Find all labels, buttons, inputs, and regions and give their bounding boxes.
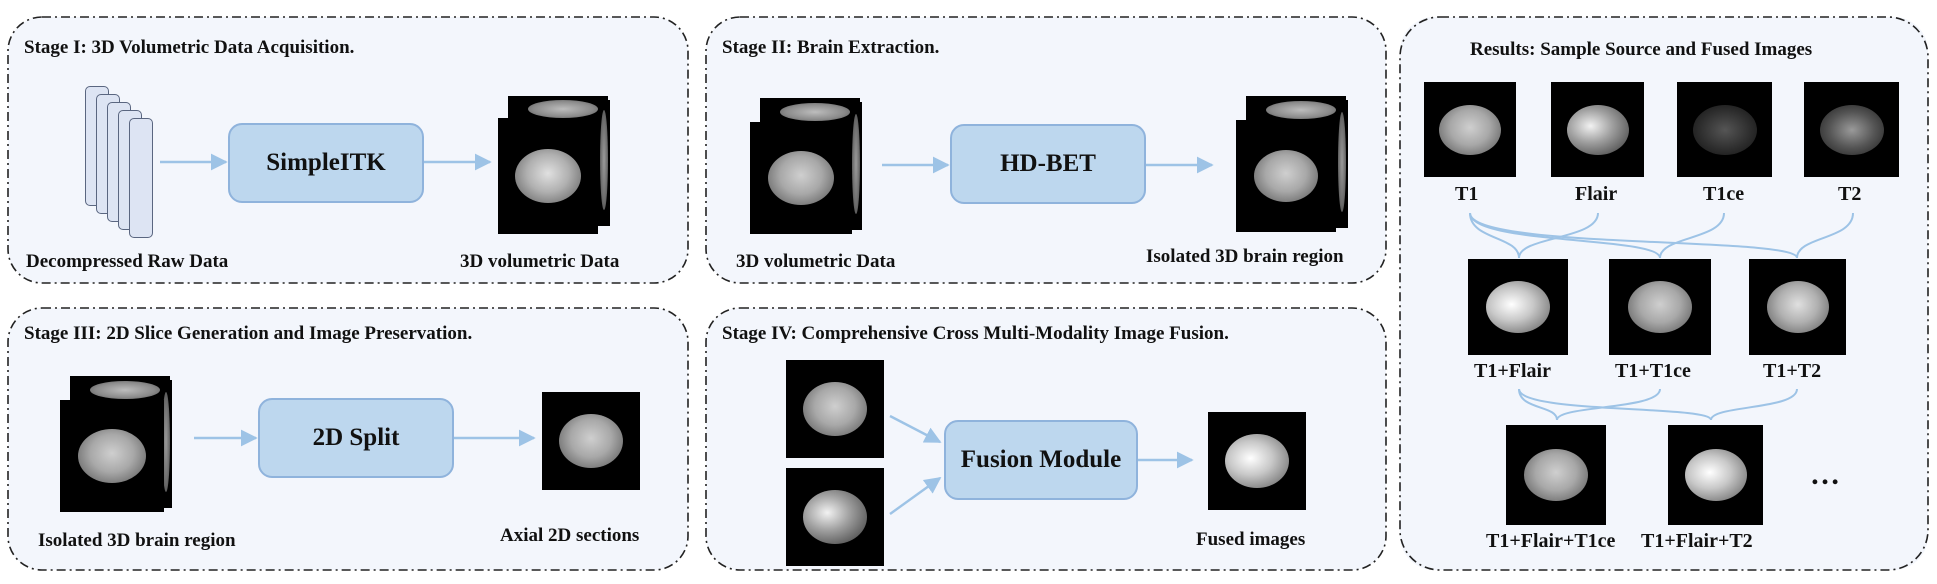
connector-t1-t1flair xyxy=(1469,212,1520,259)
connector-t1-t1t1ce xyxy=(1469,212,1661,259)
stage3-border xyxy=(7,307,689,571)
fused-label-t1-t2: T1+T2 xyxy=(1763,360,1822,382)
brain-scan xyxy=(768,151,834,205)
cube-front xyxy=(750,122,852,234)
brain-scan xyxy=(1766,281,1829,333)
source-label-t1: T1 xyxy=(1455,183,1479,205)
brain-scan xyxy=(1439,104,1501,155)
cube-side xyxy=(850,102,862,230)
cube-side xyxy=(1336,100,1348,228)
source-image-t1 xyxy=(1424,82,1516,177)
source-label-t1ce: T1ce xyxy=(1703,183,1745,205)
cube-top xyxy=(70,376,170,404)
raw-data-sheet xyxy=(129,118,153,238)
raw-data-label: Decompressed Raw Data xyxy=(26,251,229,272)
fused-image-t1-t1ce xyxy=(1609,259,1711,355)
source-image-t1ce xyxy=(1677,82,1772,177)
fused-label-t1-flair-t1ce: T1+Flair+T1ce xyxy=(1486,530,1616,552)
brain-scan xyxy=(1225,434,1289,488)
volumetric-data-label-2: 3D volumetric Data xyxy=(736,251,896,272)
cube-top xyxy=(1246,96,1346,124)
isolated-region-label-2: Isolated 3D brain region xyxy=(38,530,236,551)
fused-image-t1-flair xyxy=(1468,259,1568,355)
stage2-title: Stage II: Brain Extraction. xyxy=(722,37,940,58)
brain-scan xyxy=(1692,104,1757,155)
fusion-input-image-2 xyxy=(786,468,884,566)
volumetric-data-label-1: 3D volumetric Data xyxy=(460,251,620,272)
connector-t1ce-t1t1ce xyxy=(1659,212,1725,259)
brain-scan xyxy=(78,429,146,483)
brain-scan xyxy=(803,382,867,436)
results-border xyxy=(1399,16,1929,571)
source-image-t2 xyxy=(1804,82,1899,177)
cube-top xyxy=(508,96,608,122)
connector-t1t2-triple2 xyxy=(1710,388,1798,421)
cube-side xyxy=(598,100,610,226)
brain-scan xyxy=(1819,104,1884,155)
cube-front xyxy=(60,400,164,512)
fusion-input-image-1 xyxy=(786,360,884,458)
brain-scan xyxy=(1524,449,1588,501)
fused-label-t1-flair: T1+Flair xyxy=(1474,360,1551,382)
connector-t1flair-triple2 xyxy=(1518,388,1712,421)
2d-split-box: 2D Split xyxy=(258,398,454,478)
arrow-s4-in-bottom xyxy=(889,477,942,515)
fused-image-t1-flair-t1ce xyxy=(1506,425,1606,525)
brain-scan xyxy=(803,490,867,544)
source-label-flair: Flair xyxy=(1575,183,1618,205)
connector-t1-t1t2 xyxy=(1469,212,1798,259)
fused-image-t1-flair-t2 xyxy=(1668,425,1763,525)
isolated-region-label-1: Isolated 3D brain region xyxy=(1146,246,1344,267)
simpleitk-box: SimpleITK xyxy=(228,123,424,203)
hd-bet-box: HD-BET xyxy=(950,124,1146,204)
fused-image-t1-t2 xyxy=(1749,259,1846,355)
more-results-ellipsis: … xyxy=(1810,458,1843,491)
brain-scan xyxy=(1486,281,1550,333)
source-label-t2: T2 xyxy=(1838,183,1862,205)
brain-scan xyxy=(1684,449,1747,501)
brain-scan xyxy=(1566,104,1629,155)
source-image-flair xyxy=(1551,82,1644,177)
connector-t2-t1t2 xyxy=(1796,212,1854,259)
connector-t1t1ce-triple1 xyxy=(1556,388,1661,421)
axial-section-image xyxy=(542,392,640,490)
fused-label-t1-flair-t2: T1+Flair+T2 xyxy=(1641,530,1753,552)
fused-output-image xyxy=(1208,412,1306,510)
axial-sections-label: Axial 2D sections xyxy=(500,525,640,546)
stage2-border xyxy=(705,16,1387,284)
arrow-s4-in-top xyxy=(889,414,942,444)
brain-scan xyxy=(1254,150,1318,202)
stage4-border xyxy=(705,307,1387,571)
stage1-border xyxy=(7,16,689,284)
cube-top xyxy=(760,98,860,126)
cube-front xyxy=(498,118,598,234)
brain-scan xyxy=(1628,281,1692,333)
stage1-title: Stage I: 3D Volumetric Data Acquisition. xyxy=(24,37,355,58)
connector-t1flair-triple1 xyxy=(1518,388,1558,421)
stage3-title: Stage III: 2D Slice Generation and Image… xyxy=(24,323,473,344)
fused-images-label: Fused images xyxy=(1196,529,1306,550)
cube-front xyxy=(1236,120,1336,232)
stage4-title: Stage IV: Comprehensive Cross Multi-Moda… xyxy=(722,323,1229,344)
brain-scan xyxy=(515,149,581,203)
results-title: Results: Sample Source and Fused Images xyxy=(1470,39,1813,60)
fused-label-t1-t1ce: T1+T1ce xyxy=(1615,360,1691,382)
brain-scan xyxy=(559,414,623,468)
fusion-module-box: Fusion Module xyxy=(944,420,1138,500)
